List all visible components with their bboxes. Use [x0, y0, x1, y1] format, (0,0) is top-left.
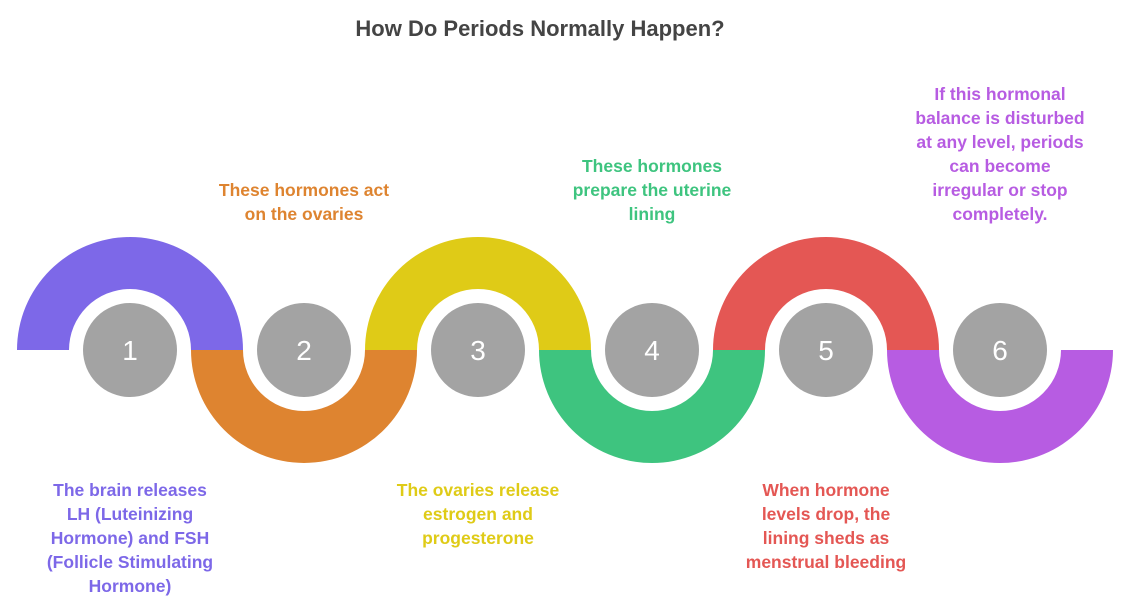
description-line: lining sheds as	[762, 528, 890, 548]
step-5-circle	[779, 303, 873, 397]
description-line: Hormone) and FSH	[50, 528, 210, 548]
step-3-description: The ovaries release estrogen and progester…	[368, 478, 588, 550]
description-line: at any level, periods	[916, 132, 1084, 152]
diagram-title: How Do Periods Normally Happen?	[355, 16, 725, 41]
description-line: These hormones act	[218, 180, 390, 200]
description-line: can become	[949, 156, 1051, 176]
step-3-arc	[365, 237, 591, 350]
description-line: These hormones	[581, 156, 723, 176]
description-line: When hormone	[762, 480, 890, 500]
description-line: levels drop, the	[761, 504, 891, 524]
step-number: 6	[992, 335, 1008, 366]
step-3-circle	[431, 303, 525, 397]
description-line: prepare the uterine	[572, 180, 732, 200]
description-line: LH (Luteinizing	[66, 504, 194, 524]
step-2-circle	[257, 303, 351, 397]
step-6-description: If this hormonal balance is disturbed at a…	[890, 82, 1110, 226]
step-6-circle	[953, 303, 1047, 397]
step-2-description: These hormones act on the ovaries	[194, 178, 414, 226]
description-line: on the ovaries	[244, 204, 364, 224]
step-number: 4	[644, 335, 660, 366]
step-1-arc	[17, 237, 243, 350]
step-5-arc	[713, 237, 939, 350]
description-line: Hormone)	[88, 576, 172, 596]
description-line: menstrual bleeding	[745, 552, 907, 572]
step-1-circle	[83, 303, 177, 397]
description-line: completely.	[952, 204, 1048, 224]
description-line: The ovaries release	[396, 480, 560, 500]
step-6-arc	[887, 350, 1113, 463]
step-number: 3	[470, 335, 486, 366]
description-line: progesterone	[422, 528, 534, 548]
step-4-circle	[605, 303, 699, 397]
step-2-arc	[191, 350, 417, 463]
description-line: estrogen and	[423, 504, 533, 524]
step-4-arc	[539, 350, 765, 463]
step-4-description: These hormones prepare the uterine lining	[542, 154, 762, 226]
step-number: 2	[296, 335, 312, 366]
step-5-description: When hormone levels drop, the lining sheds…	[716, 478, 936, 574]
description-line: irregular or stop	[932, 180, 1068, 200]
description-line: (Follicle Stimulating	[46, 552, 214, 572]
description-line: The brain releases	[53, 480, 207, 500]
step-number: 5	[818, 335, 834, 366]
description-line: balance is disturbed	[915, 108, 1085, 128]
description-line: If this hormonal	[934, 84, 1066, 104]
step-number: 1	[122, 335, 138, 366]
description-line: lining	[628, 204, 676, 224]
